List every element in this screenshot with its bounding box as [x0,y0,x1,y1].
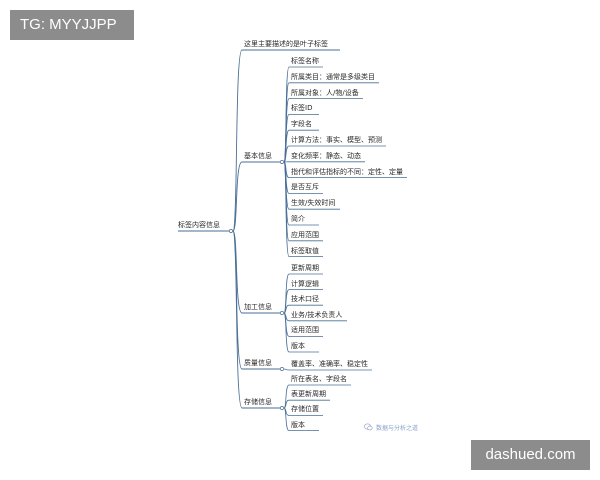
branch-node-3: 质量信息 [244,359,272,367]
watermark-text: 数据与分析之道 [376,425,419,432]
top-leaf-node: 这里主要描述的是叶子标签 [244,40,328,48]
leaf-node-1-5: 字段名 [291,120,312,129]
leaf-node-2-3: 技术口径 [291,295,319,304]
leaf-node-3-1: 覆盖率、准确率、稳定性 [291,360,368,368]
branch-node-1: 基本信息 [244,152,272,160]
leaf-node-4-2: 表更新周期 [291,390,326,399]
leaf-node-1-13: 标签取值 [291,246,319,255]
site-overlay-label: dashued.com [471,440,590,470]
tg-overlay-label: TG: MYYJJPP [10,10,134,40]
leaf-node-1-11: 简介 [291,215,305,223]
link-root-top-leaf [232,49,243,232]
leaf-node-2-5: 适用范围 [291,326,319,335]
leaf-node-1-12: 应用范围 [291,230,319,239]
leaf-node-2-1: 更新周期 [291,264,319,272]
leaf-node-2-2: 计算逻辑 [291,279,319,288]
leaf-node-1-3: 所属对象：人/物/设备 [291,88,359,97]
branch-collapse-dot-2 [280,311,284,315]
leaf-node-2-6: 版本 [291,342,305,350]
link-branch-4-leaf-1 [283,384,290,409]
leaf-node-1-10: 生效/失效时间 [291,199,336,208]
link-branch-4-leaf-4 [283,407,290,431]
leaf-node-1-2: 所属类目：通常是多级类目 [291,72,375,81]
wechat-icon [364,423,373,431]
branch-node-4: 存储信息 [244,398,272,406]
leaf-node-1-8: 指代和评估指标的不同：定性、定量 [291,167,403,176]
leaf-node-1-9: 是否互斥 [291,183,319,192]
leaf-node-1-6: 计算方法：事实、模型、预测 [291,136,382,144]
link-branch-3-leaf-1 [283,368,290,371]
link-root-branch-1 [232,161,243,232]
link-branch-1-leaf-6 [283,145,290,163]
root-node: 标签内容信息 [178,221,220,229]
link-branch-2-leaf-6 [283,312,290,353]
branch-collapse-dot-3 [280,367,284,371]
leaf-node-4-4: 版本 [291,420,305,429]
root-collapse-dot [229,229,233,233]
branch-node-2: 加工信息 [244,303,272,311]
leaf-node-4-3: 存储位置 [291,405,319,414]
leaf-node-4-1: 所在表名、字段名 [291,375,347,383]
branch-collapse-dot-1 [280,160,284,164]
leaf-node-1-1: 标签名称 [291,57,319,65]
link-branch-1-leaf-13 [283,161,290,257]
link-root-branch-4 [232,230,243,409]
branch-collapse-dot-4 [280,406,284,410]
leaf-node-2-4: 业务/技术负责人 [291,310,343,319]
leaf-node-1-4: 标签ID [291,104,313,113]
leaf-node-1-7: 变化频率：静态、动态 [291,151,361,160]
